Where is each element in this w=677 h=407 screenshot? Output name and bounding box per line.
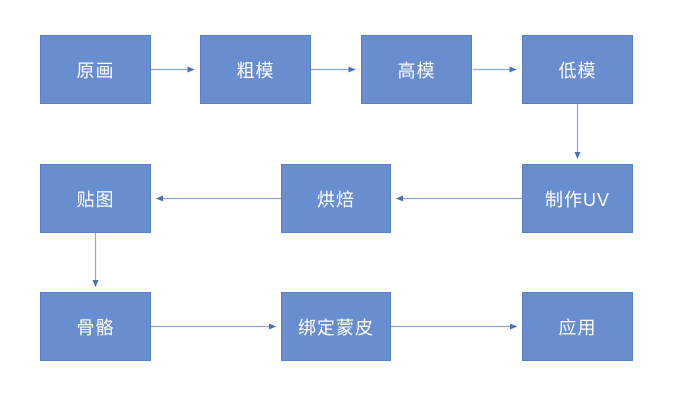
node-label: 制作UV [544,189,610,210]
node-application[interactable]: 应用 [522,292,633,361]
node-label: 贴图 [76,189,115,210]
node-high-poly-model[interactable]: 高模 [361,35,472,104]
node-label: 应用 [558,317,597,338]
node-rig-and-skin[interactable]: 绑定蒙皮 [281,292,391,361]
node-label: 粗模 [236,60,275,81]
node-label: 高模 [397,60,436,81]
node-label: 原画 [76,60,115,81]
node-original-art[interactable]: 原画 [40,35,151,104]
node-label: 骨骼 [76,317,115,338]
node-label: 烘焙 [317,189,355,210]
node-uv-creation[interactable]: 制作UV [522,164,633,233]
node-label: 低模 [558,60,597,81]
node-rough-model[interactable]: 粗模 [200,35,311,104]
node-label: 绑定蒙皮 [298,317,374,338]
node-baking[interactable]: 烘焙 [281,164,391,233]
node-texture[interactable]: 贴图 [40,164,151,233]
node-low-poly-model[interactable]: 低模 [522,35,633,104]
node-skeleton[interactable]: 骨骼 [40,292,151,361]
